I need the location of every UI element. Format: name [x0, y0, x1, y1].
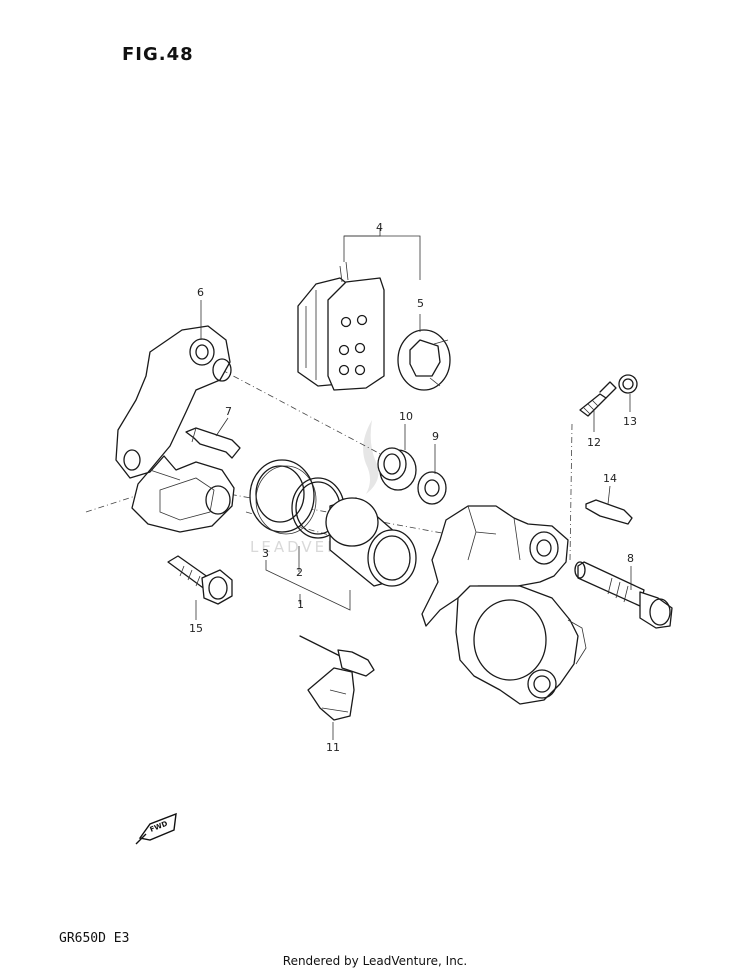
- brake-pads: [297, 261, 385, 391]
- callout-2: 2: [296, 566, 303, 579]
- callout-7: 7: [225, 405, 232, 418]
- pin-clip: [585, 499, 633, 525]
- callout-14: 14: [603, 472, 617, 485]
- model-code: GR650D E3: [59, 931, 130, 946]
- callout-5: 5: [417, 297, 424, 310]
- caliper-bracket: [115, 325, 235, 533]
- callout-8: 8: [627, 552, 634, 565]
- bracket-bolt: [167, 555, 233, 605]
- pad-spring-clip: [185, 427, 241, 459]
- figure-title: FIG.48: [122, 44, 194, 65]
- callouts: 4 5 6 7 10 9 12 13 14 8 3 2 1 15 11: [189, 221, 637, 754]
- caliper-body: [421, 505, 587, 705]
- callout-15: 15: [189, 622, 203, 635]
- callout-13: 13: [623, 415, 637, 428]
- dust-seal: [377, 447, 417, 491]
- callout-4: 4: [376, 221, 383, 234]
- callout-6: 6: [197, 286, 204, 299]
- callout-11: 11: [326, 741, 340, 754]
- piston: [325, 497, 417, 587]
- pad-pin-plate: [299, 635, 375, 721]
- piston-seal: [249, 459, 317, 535]
- callout-9: 9: [432, 430, 439, 443]
- boot: [417, 471, 447, 505]
- callout-10: 10: [399, 410, 413, 423]
- fwd-arrow: FWD: [135, 812, 177, 845]
- leader-lines: [195, 228, 632, 740]
- callout-1: 1: [297, 598, 304, 611]
- bleeder-valve: [579, 381, 617, 417]
- anti-squeal-shim: [397, 329, 451, 391]
- footer-credit: Rendered by LeadVenture, Inc.: [282, 954, 468, 968]
- callout-3: 3: [262, 547, 269, 560]
- callout-12: 12: [587, 436, 601, 449]
- slide-pin-bolt: [574, 561, 673, 629]
- bleeder-cap: [618, 374, 638, 394]
